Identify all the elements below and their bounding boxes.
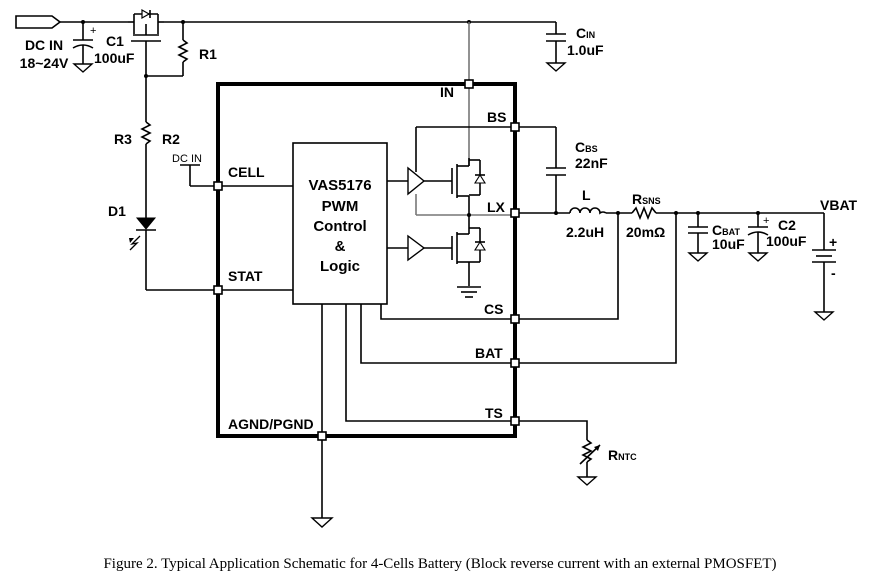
- pwm-control-block: VAS5176 PWM Control & Logic: [292, 142, 388, 305]
- vbat-label: VBAT: [820, 197, 858, 213]
- chip-part-number: VAS5176: [308, 177, 371, 194]
- dc-in-range: 18~24V: [20, 55, 69, 71]
- pin-label-in: IN: [440, 84, 454, 100]
- figure-caption: Figure 2. Typical Application Schematic …: [103, 556, 776, 572]
- pin-in: [464, 22, 474, 166]
- pin-label-cs: CS: [484, 301, 503, 317]
- battery-plus: +: [829, 234, 837, 250]
- ground-icon: [813, 311, 835, 321]
- ground-icon: [687, 252, 709, 262]
- capacitor-cbs: [546, 127, 566, 213]
- cin-name: CIN: [576, 25, 595, 41]
- polarity-mark: +: [90, 25, 96, 37]
- chip-label-logic: Logic: [320, 258, 360, 275]
- pin-gnd: [310, 304, 334, 528]
- c1-name: C1: [106, 33, 124, 49]
- input-rail: [15, 15, 556, 29]
- high-side-mosfet-icon: [451, 158, 486, 215]
- high-side-driver-icon: [387, 166, 452, 215]
- ground-icon: [72, 63, 94, 73]
- c2-name: C2: [778, 217, 796, 233]
- rntc-label: RNTC: [608, 447, 637, 463]
- cbat-name: CBAT: [712, 222, 740, 238]
- low-side-driver-icon: [387, 234, 452, 262]
- cbat-value: 10uF: [712, 236, 745, 252]
- capacitor-cin: [545, 22, 567, 72]
- rsns-value: 20mΩ: [626, 224, 665, 240]
- inductor-name: L: [582, 187, 591, 203]
- pin-label-gnd: AGND/PGND: [228, 416, 314, 432]
- output-rail: [696, 211, 824, 215]
- pin-cell: DC IN: [172, 153, 293, 191]
- pin-label-cell: CELL: [228, 164, 265, 180]
- inductor-value: 2.2uH: [566, 224, 604, 240]
- chip-label-control: Control: [313, 218, 366, 235]
- inductor-icon: [569, 207, 632, 215]
- ground-icon: [310, 517, 334, 528]
- c1-value: 100uF: [94, 50, 135, 66]
- rsns-name: RSNS: [632, 191, 661, 207]
- battery-minus: -: [831, 265, 836, 281]
- pin-label-lx: LX: [487, 199, 506, 215]
- pin-ts: [345, 304, 588, 440]
- resistor-rsns: [631, 205, 700, 221]
- c2-value: 100uF: [766, 233, 807, 249]
- ground-icon: [747, 252, 769, 262]
- cell-dcin-ref: DC IN: [172, 153, 202, 165]
- dc-in-connector: [15, 15, 62, 29]
- low-side-mosfet-icon: [451, 215, 486, 298]
- pmosfet-icon: [128, 8, 164, 76]
- resistor-r2-r3: [140, 76, 152, 218]
- battery-icon: [812, 213, 836, 321]
- pin-label-ts: TS: [485, 405, 503, 421]
- ground-icon: [545, 62, 567, 72]
- capacitor-cbat: [687, 213, 709, 262]
- r3-label: R3: [114, 131, 132, 147]
- pin-label-bat: BAT: [475, 345, 503, 361]
- pin-label-bs: BS: [487, 109, 506, 125]
- resistor-r1: [144, 22, 189, 78]
- pin-cs: [380, 213, 619, 324]
- chip-label-pwm: PWM: [322, 198, 359, 215]
- r2-label: R2: [162, 131, 180, 147]
- capacitor-c2: +: [747, 213, 769, 262]
- capacitor-c1: +: [72, 22, 96, 73]
- dc-in-label: DC IN: [25, 37, 63, 53]
- cbs-name: CBS: [575, 139, 598, 155]
- pin-label-stat: STAT: [228, 268, 263, 284]
- pin-stat: [146, 285, 293, 295]
- chip-label-and: &: [335, 238, 346, 255]
- cin-value: 1.0uF: [567, 42, 604, 58]
- thermistor-rntc-icon: [576, 439, 601, 486]
- led-d1-icon: [129, 217, 157, 290]
- pin-bat: [360, 213, 677, 368]
- polarity-mark: +: [763, 215, 769, 227]
- r1-label: R1: [199, 46, 217, 62]
- ic-outline: [216, 82, 517, 438]
- pin-bs: [415, 122, 556, 172]
- d1-label: D1: [108, 203, 126, 219]
- cbs-value: 22nF: [575, 155, 608, 171]
- ground-icon: [576, 476, 598, 486]
